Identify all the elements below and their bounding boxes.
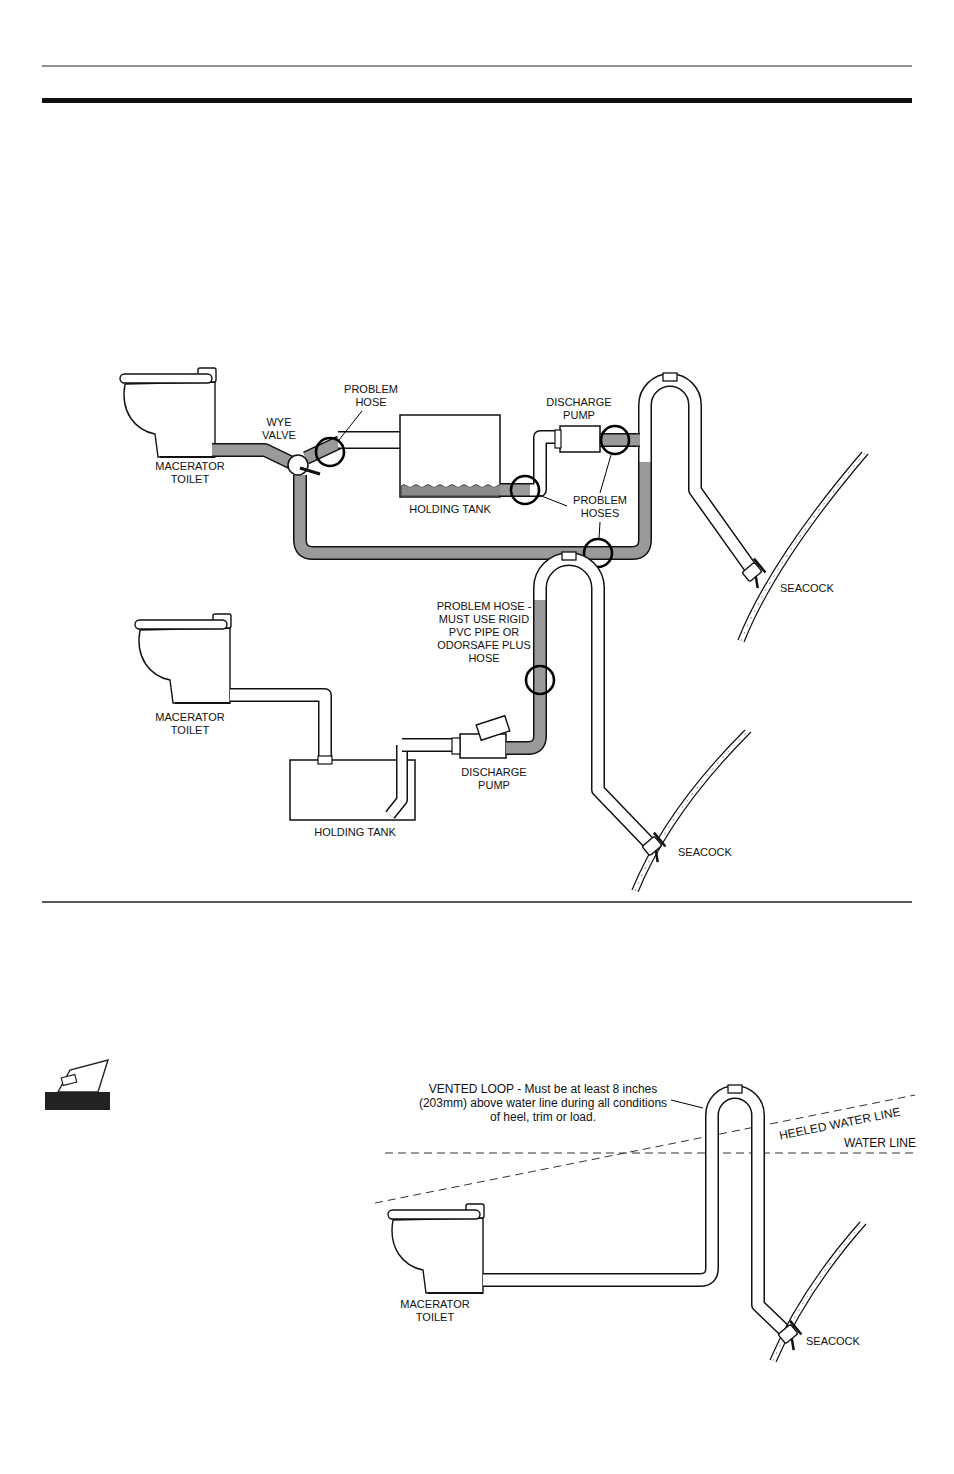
seacock-label: SEACOCK bbox=[780, 582, 850, 595]
pump-discharge-hose bbox=[600, 435, 640, 446]
vented-loop-pipe bbox=[540, 559, 648, 842]
note-icon bbox=[45, 1060, 110, 1110]
seacock-symbol bbox=[640, 833, 670, 864]
toilet-base bbox=[428, 1292, 483, 1294]
waterline-label: WATER LINE bbox=[838, 1136, 916, 1150]
vented-loop-pipe bbox=[483, 1092, 784, 1330]
seacock-label: SEACOCK bbox=[806, 1335, 876, 1348]
toilet-bowl bbox=[139, 628, 230, 703]
hull-line bbox=[738, 452, 862, 640]
pump-end bbox=[452, 738, 460, 754]
toilet-bowl bbox=[124, 382, 215, 457]
vented-loop-pipe-outline bbox=[540, 559, 648, 842]
leader-line bbox=[339, 411, 362, 440]
tank-inlet-hose bbox=[306, 442, 340, 458]
hull-line bbox=[638, 732, 751, 892]
toilet-label: MACERATOR TOILET bbox=[150, 460, 230, 486]
pump-label: DISCHARGE PUMP bbox=[458, 766, 530, 792]
pump-suction-hose-outline bbox=[500, 483, 532, 497]
seacock-flange bbox=[654, 833, 666, 847]
vent-cap bbox=[663, 373, 677, 381]
tank-label: HOLDING TANK bbox=[400, 503, 500, 516]
problem-ring bbox=[511, 476, 539, 504]
toilet-outlet-pipe-outline bbox=[230, 695, 325, 762]
tank-inlet-pipe bbox=[338, 433, 402, 448]
tank-label: HOLDING TANK bbox=[300, 826, 410, 839]
pump-discharge-hose-outline bbox=[600, 433, 640, 447]
water-line bbox=[385, 1153, 915, 1154]
toilet-lid bbox=[135, 620, 227, 629]
toilet-symbol bbox=[120, 368, 216, 457]
toilet-label: MACERATOR TOILET bbox=[395, 1298, 475, 1324]
toilet-symbol bbox=[135, 614, 231, 703]
leader-line bbox=[599, 522, 600, 539]
pump-label: DISCHARGE PUMP bbox=[543, 396, 615, 422]
leader-line bbox=[600, 455, 611, 493]
vent-cap bbox=[562, 552, 576, 560]
problem-ring bbox=[526, 666, 554, 694]
seacock-handle bbox=[651, 851, 662, 863]
icon-box bbox=[61, 1074, 77, 1085]
section-rule bbox=[42, 901, 912, 903]
tank-fitting bbox=[318, 756, 332, 764]
vent-cap bbox=[728, 1085, 742, 1093]
icon-base bbox=[45, 1092, 110, 1110]
hull-grain bbox=[741, 453, 865, 641]
pump-end bbox=[555, 430, 561, 448]
vented-loop-pipe bbox=[645, 380, 752, 570]
tank-contents bbox=[401, 485, 509, 497]
toilet-outlet-pipe bbox=[230, 695, 325, 762]
seacock-flange bbox=[790, 1321, 802, 1335]
toilet-lid bbox=[120, 374, 212, 383]
pickup-tube bbox=[390, 745, 402, 815]
problem-ring bbox=[601, 426, 629, 454]
toilet-lid bbox=[388, 1210, 480, 1219]
hose-label: PROBLEM HOSE bbox=[340, 383, 402, 409]
header-bar bbox=[42, 98, 912, 103]
seacock-label: SEACOCK bbox=[678, 846, 748, 859]
seacock-symbol bbox=[776, 1321, 806, 1352]
hull-grain bbox=[635, 731, 748, 891]
loop-note: VENTED LOOP - Must be at least 8 inches … bbox=[418, 1082, 668, 1124]
tank-inlet-pipe-outline bbox=[338, 431, 402, 449]
toilet-base bbox=[160, 456, 215, 458]
leader-line bbox=[671, 1100, 703, 1108]
valve-label: WYE VALVE bbox=[256, 416, 302, 442]
hull-line bbox=[632, 730, 745, 890]
leader-line bbox=[539, 495, 567, 506]
pump-suction-hose bbox=[500, 485, 532, 496]
hull-line bbox=[744, 454, 868, 642]
header-rule bbox=[42, 66, 912, 67]
seacock-symbol bbox=[740, 559, 770, 590]
vented-loop-pipe-outline bbox=[483, 1092, 784, 1330]
hose-note: PROBLEM HOSE - MUST USE RIGID PVC PIPE O… bbox=[436, 600, 532, 665]
pump-motor bbox=[476, 716, 509, 740]
toilet-label: MACERATOR TOILET bbox=[150, 711, 230, 737]
hose-label: PROBLEM HOSES bbox=[566, 494, 634, 520]
vented-loop-pipe-outline bbox=[645, 380, 752, 570]
heeled-water-line bbox=[375, 1095, 915, 1203]
pickup-tube-outline bbox=[390, 745, 402, 815]
seacock-handle bbox=[751, 577, 762, 589]
problem-ring bbox=[316, 438, 344, 466]
discharge-pump bbox=[560, 426, 600, 452]
toilet-symbol bbox=[388, 1204, 484, 1293]
icon-sheet bbox=[58, 1060, 108, 1092]
wye-handle bbox=[300, 468, 320, 474]
seacock-flange bbox=[754, 559, 766, 573]
wye-valve bbox=[288, 455, 308, 475]
toilet-bowl bbox=[392, 1218, 483, 1293]
toilet-base bbox=[175, 702, 230, 704]
seacock-handle bbox=[787, 1339, 798, 1351]
tank-inlet-hose-outline bbox=[306, 442, 340, 458]
